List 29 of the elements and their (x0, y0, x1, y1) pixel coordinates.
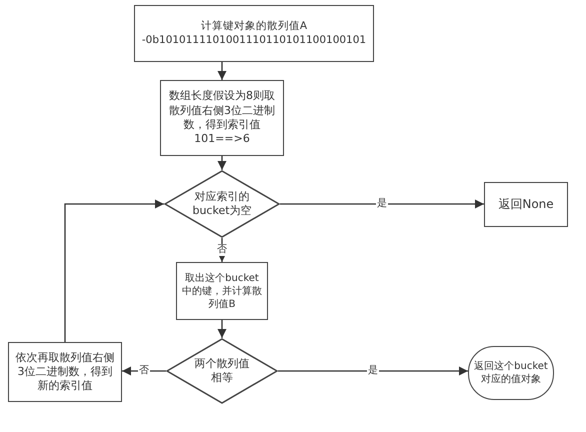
arrow (122, 366, 166, 376)
node-text: 对应索引的bucket为空 (191, 190, 253, 218)
edge-label: 否 (138, 365, 150, 377)
arrow (278, 366, 468, 376)
node-text: 依次再取散列值右侧3位二进制数，得到新的索引值 (14, 350, 116, 394)
node-text: 数组长度假设为8则取散列值右侧3位二进制数，得到索引值 (168, 89, 276, 132)
node-text: 返回这个bucket对应的值对象 (474, 360, 548, 386)
process-box (160, 80, 284, 156)
process-box (484, 182, 568, 227)
node-text: 计算键对象的散列值A (200, 20, 308, 34)
node-text: 取出这个bucket中的键，并计算散列值B (182, 272, 262, 310)
process-box (134, 5, 374, 62)
arrow (218, 156, 226, 170)
edge-label: 否 (216, 244, 228, 256)
decision-diamond (164, 170, 280, 238)
node-text: 返回None (498, 196, 554, 212)
arrow (64, 200, 164, 342)
terminal-box (468, 346, 554, 400)
arrow (218, 320, 226, 338)
node-text: 两个散列值相等 (194, 356, 250, 386)
edge-label: 是 (367, 365, 379, 377)
arrow (218, 62, 226, 80)
decision-diamond (166, 338, 278, 404)
process-box (8, 342, 122, 402)
node-text: 101==>6 (194, 132, 250, 147)
process-box (176, 262, 268, 320)
node-text: -0b1010111101001110110101100100101 (142, 34, 366, 48)
edge-label: 是 (376, 198, 388, 210)
arrow (280, 200, 484, 208)
